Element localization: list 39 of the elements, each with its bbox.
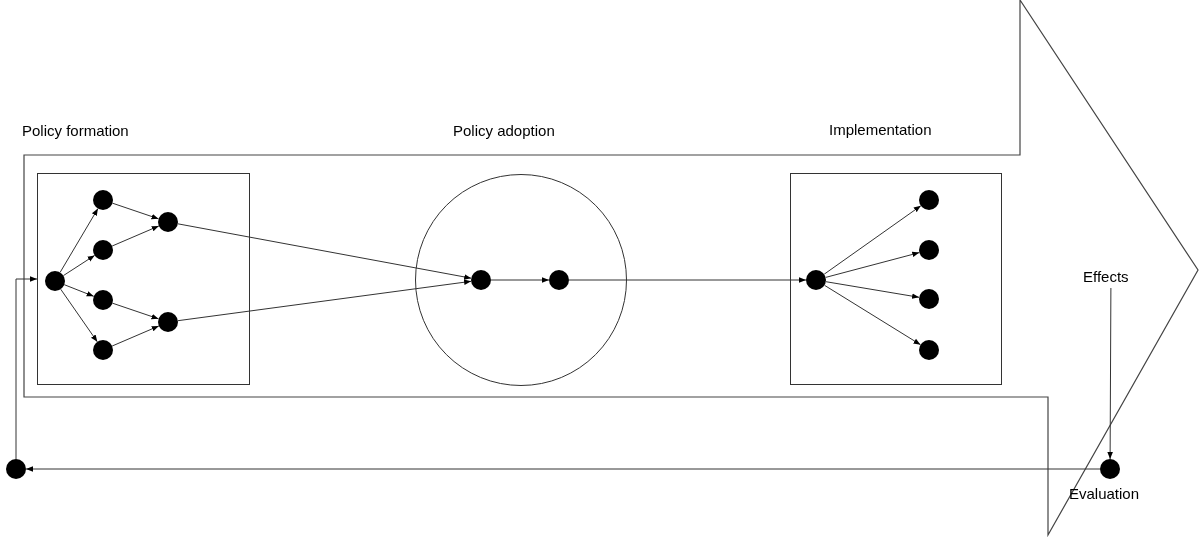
- dot: [919, 289, 939, 309]
- arrow: [824, 284, 921, 346]
- arrow: [112, 202, 159, 220]
- arrow: [62, 254, 96, 277]
- arrow: [15, 276, 38, 460]
- arrow: [825, 281, 920, 299]
- dot: [93, 290, 113, 310]
- node-caption: Evaluation: [1069, 485, 1140, 502]
- arrow: [177, 223, 472, 280]
- dot: [93, 340, 113, 360]
- stage-heading: Implementation: [829, 121, 932, 138]
- dot: [806, 270, 826, 290]
- dot: [471, 270, 491, 290]
- dot: [919, 340, 939, 360]
- dot: [93, 240, 113, 260]
- arrow: [111, 225, 160, 247]
- arrow: [60, 288, 98, 343]
- dot: [919, 190, 939, 210]
- dot: [45, 271, 65, 291]
- arrow: [1107, 287, 1113, 460]
- stage-heading: Policy adoption: [453, 122, 555, 139]
- dot: [93, 190, 113, 210]
- arrow: [112, 302, 159, 320]
- arrow: [490, 277, 550, 283]
- arrow: [568, 277, 807, 283]
- dot: [549, 270, 569, 290]
- arrow: [25, 466, 1101, 472]
- arrow: [177, 279, 472, 322]
- arrow: [63, 284, 95, 297]
- dot: [158, 212, 178, 232]
- arrow: [59, 208, 99, 273]
- arrow: [823, 205, 922, 275]
- dot: [158, 312, 178, 332]
- stage-heading: Policy formation: [22, 122, 129, 139]
- node-label: Effects: [1083, 268, 1129, 285]
- dot: [919, 240, 939, 260]
- arrow: [825, 251, 920, 278]
- dot: [6, 459, 26, 479]
- arrow: [111, 325, 160, 347]
